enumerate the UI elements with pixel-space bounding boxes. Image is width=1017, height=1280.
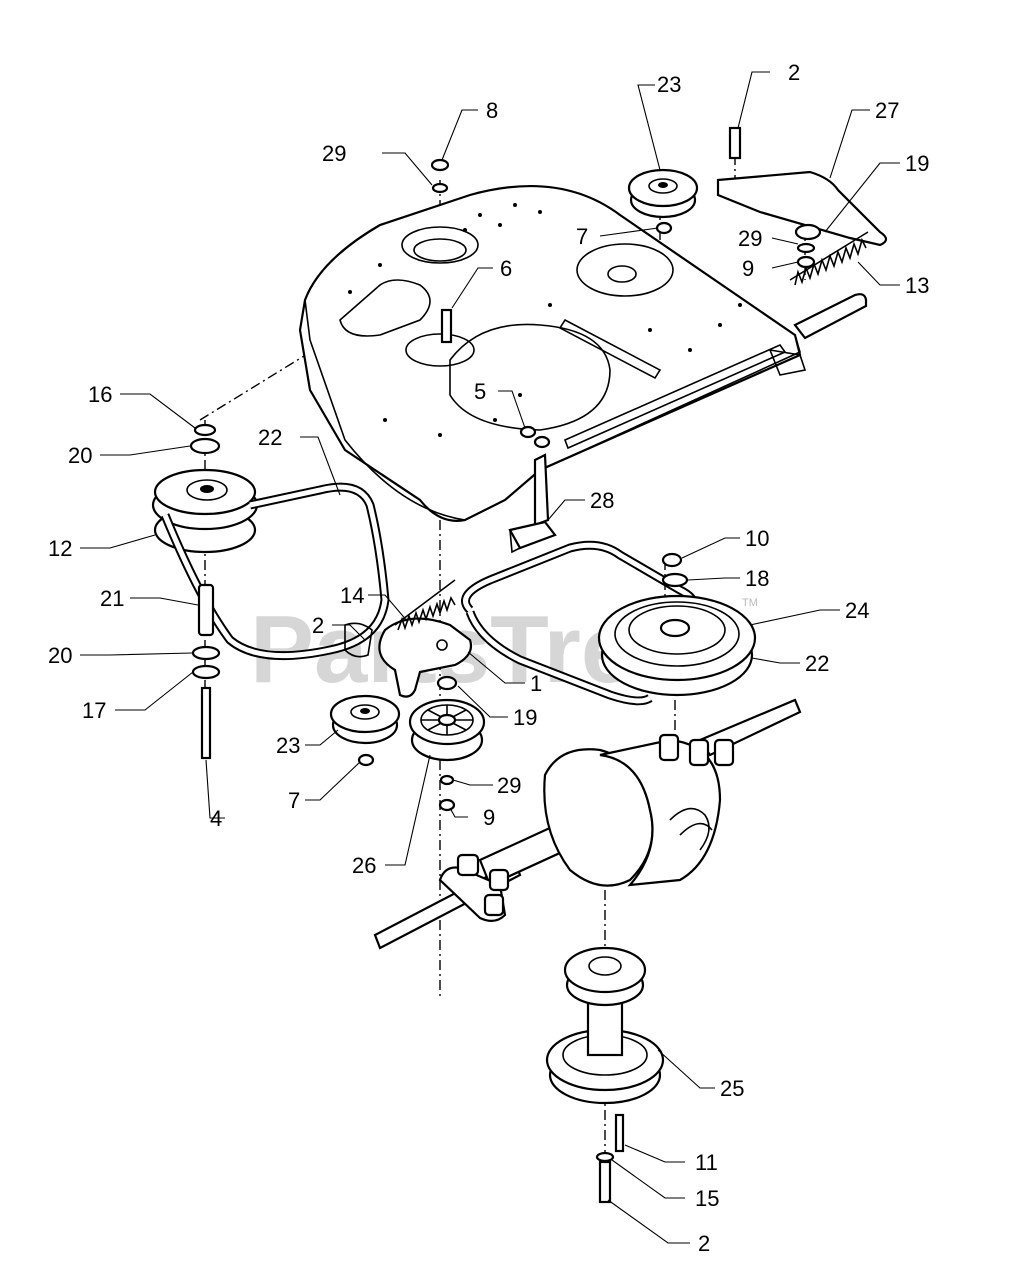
pulley-12 xyxy=(151,468,259,554)
pulley-24 xyxy=(597,594,757,697)
callout-9-right: 9 xyxy=(742,256,754,281)
callout-24: 24 xyxy=(845,598,869,623)
callout-29-mid: 29 xyxy=(497,773,521,798)
pulley-25 xyxy=(545,946,665,1105)
washer-20-upper xyxy=(189,437,221,455)
callout-13: 13 xyxy=(905,273,929,298)
nut-7-top xyxy=(655,221,673,235)
bolt-6 xyxy=(440,308,453,344)
washer-20-lower xyxy=(191,645,221,661)
callout-21: 21 xyxy=(100,586,124,611)
callout-17: 17 xyxy=(82,698,106,723)
callout-20-upper: 20 xyxy=(68,443,92,468)
callout-12: 12 xyxy=(48,536,72,561)
callout-4: 4 xyxy=(210,806,222,831)
washer-18 xyxy=(661,572,689,588)
washer-16 xyxy=(193,423,217,437)
callout-18: 18 xyxy=(745,566,769,591)
key-11 xyxy=(614,1113,625,1153)
callout-28: 28 xyxy=(590,488,614,513)
bracket-28 xyxy=(508,453,557,554)
callout-16: 16 xyxy=(88,382,112,407)
washer-29-top xyxy=(431,182,449,194)
callout-2-bottom: 2 xyxy=(698,1231,710,1256)
idler-pulley-23-top xyxy=(627,168,699,219)
callout-11: 11 xyxy=(695,1150,718,1175)
callout-23-top: 23 xyxy=(657,72,681,97)
callout-22-left: 22 xyxy=(258,425,282,450)
callout-29-top-left: 29 xyxy=(322,141,346,166)
bushing-19-top xyxy=(794,223,822,241)
nut-9-mid xyxy=(438,798,456,812)
plate-27 xyxy=(716,170,888,247)
bolt-2-top xyxy=(728,126,742,160)
callout-19-mid: 19 xyxy=(513,705,537,730)
washer-29-mid xyxy=(439,774,455,786)
callout-25: 25 xyxy=(720,1076,744,1101)
bushing-19-mid xyxy=(436,675,458,691)
callout-2-mid: 2 xyxy=(312,613,324,638)
callout-7-bottom: 7 xyxy=(288,788,300,813)
idler-arm-1 xyxy=(378,617,473,698)
callout-14: 14 xyxy=(340,583,364,608)
nut-7-bottom xyxy=(357,753,375,767)
leader-lines xyxy=(80,71,900,1244)
washer-17 xyxy=(191,664,221,680)
callout-10: 10 xyxy=(745,526,769,551)
callout-2-top: 2 xyxy=(788,60,800,85)
callout-15: 15 xyxy=(695,1186,719,1211)
nut-5b xyxy=(533,435,551,449)
callout-1: 1 xyxy=(530,671,542,696)
callout-22-right: 22 xyxy=(805,651,829,676)
spring-13 xyxy=(789,231,869,286)
callout-9-mid: 9 xyxy=(483,805,495,830)
nut-10 xyxy=(661,552,683,568)
callout-19-top: 19 xyxy=(905,151,929,176)
spring-14 xyxy=(394,579,456,631)
callout-27: 27 xyxy=(875,98,899,123)
belt-22-left xyxy=(160,482,390,661)
washer-15 xyxy=(595,1151,615,1163)
callout-labels: 2 23 27 19 8 29 7 29 9 13 6 16 5 20 22 2… xyxy=(48,60,929,1256)
watermark-trademark: TM xyxy=(742,597,758,609)
callout-8: 8 xyxy=(486,98,498,123)
idler-pulley-26 xyxy=(408,698,486,762)
washer-29-right xyxy=(796,242,816,254)
callout-29-right: 29 xyxy=(738,226,762,251)
nut-8 xyxy=(430,158,450,172)
idler-pulley-23-bottom xyxy=(329,694,401,745)
pivot-2-mid xyxy=(344,622,373,658)
callout-6: 6 xyxy=(500,256,512,281)
callout-7-top: 7 xyxy=(576,224,588,249)
frame-shaft xyxy=(793,293,868,340)
callout-20-lower: 20 xyxy=(48,643,72,668)
nut-5 xyxy=(519,425,537,439)
callout-26: 26 xyxy=(352,853,376,878)
bolt-2-bottom xyxy=(598,1160,612,1204)
callout-5: 5 xyxy=(474,379,486,404)
frame-plate xyxy=(298,185,807,522)
callout-23-bottom: 23 xyxy=(276,733,300,758)
bolt-4 xyxy=(200,686,212,760)
nut-9-right xyxy=(796,255,816,269)
transaxle xyxy=(373,698,802,950)
spacer-21 xyxy=(197,583,215,637)
